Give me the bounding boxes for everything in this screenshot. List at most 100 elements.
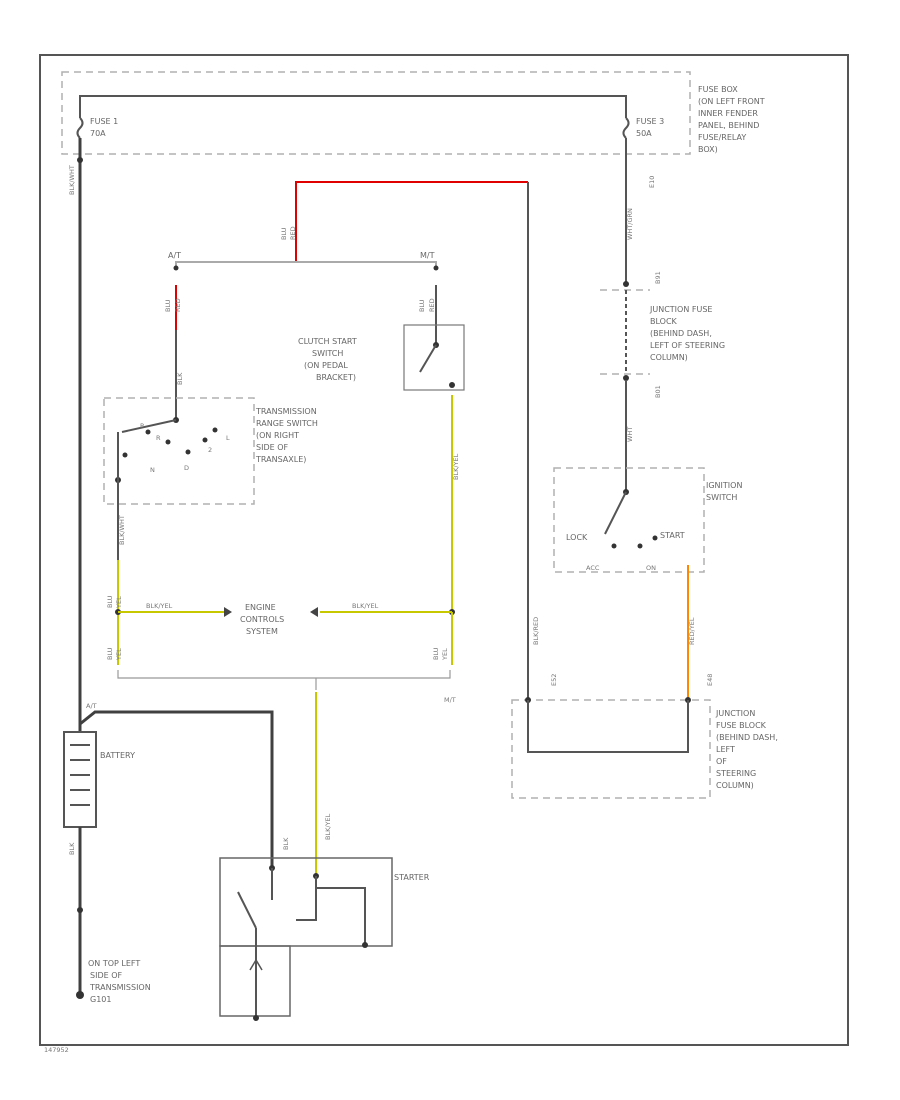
trs-pos-dot [202,437,208,443]
fuse-3-label: FUSE 3 50A [636,109,669,138]
connector-dot [623,281,629,287]
trs-pos-dot [122,452,128,458]
clutch-switch-box [403,324,465,391]
trs-pos-2: 2 [208,446,212,454]
wire-label: WHT [626,427,634,442]
connector-dot [433,265,439,271]
connector-dot [623,375,629,381]
connector-dot [77,157,83,163]
wire-label: BLK/YEL [352,602,379,610]
trs-pos-d: D [184,464,189,472]
junction-internal-bottom [527,700,689,753]
wire-label: BLK/RED [532,617,540,645]
fuse-bus-wire [79,95,627,118]
diagram-frame [39,54,849,1046]
ign-pos-dot [637,543,643,549]
footer-code: 147952 [44,1046,69,1054]
connector-dot [77,907,83,913]
ground-label: ON TOP LEFT SIDE OF TRANSMISSION G101 [88,951,156,1004]
connector-dot [173,265,179,271]
wire-label: BLU [106,595,114,608]
wire-label: YEL [115,596,123,609]
variant-bracket [117,670,451,679]
wire-label: YEL [115,648,123,661]
wire-label: WHT/GRN [626,208,634,240]
junction-fuse-block-top-label: JUNCTION FUSE BLOCK (BEHIND DASH, LEFT O… [649,297,730,362]
ign-pos-dot [611,543,617,549]
starter-coil-wire [316,887,366,945]
trs-contact [121,419,177,433]
wire-label: BLU [106,647,114,660]
starter-solenoid-wire [296,876,317,921]
ground-dot [76,991,84,999]
arrow-left [224,607,232,617]
starter-solenoid-contact [237,891,257,929]
fuse-box-label: FUSE BOX (ON LEFT FRONT INNER FENDER PAN… [698,77,770,154]
arrow-right [310,607,318,617]
ignition-on-label: ON [646,564,656,572]
trs-pos-p: P [140,422,144,430]
ignition-start-label: START [660,531,685,540]
trs-pos-dot [145,429,151,435]
connector-dot [449,382,455,388]
transmission-range-switch-outline [103,397,255,505]
ignition-contact [604,491,627,535]
trs-pos-dot [212,427,218,433]
trs-pos-r: R [156,434,161,442]
wire-label: E52 [550,674,558,686]
trs-pos-dot [185,449,191,455]
variant-bus-wire [175,261,437,268]
ignition-acc-label: ACC [586,564,600,572]
wire-label: BLK/WHT [118,515,126,545]
starter-label: STARTER [394,873,430,882]
wire-label: BLU [432,647,440,660]
wire-label: RED [174,298,182,312]
wire-label: BLU [418,299,426,312]
wire-label: BLK [176,372,184,385]
ignition-switch-outline [553,467,705,573]
ignition-switch-label: IGNITION SWITCH [706,473,748,502]
red-wire-top [295,181,528,262]
wire-label: RED [289,226,297,240]
junction-fuse-block-bottom-label: JUNCTION FUSE BLOCK (BEHIND DASH, LEFT O… [715,701,783,790]
wire-label: BLK/YEL [324,813,332,840]
clutch-switch-contact [419,344,437,373]
connector-dot [362,942,368,948]
starter-box [219,857,393,947]
wire-label: BLK [68,842,76,855]
starter-cable [79,710,274,868]
wire-label: B01 [654,385,662,398]
wire-label: E48 [706,674,714,686]
connector-dot [253,1015,259,1021]
battery-symbol [63,731,97,828]
wire-label: BLU [164,299,172,312]
wire-label: BLK [282,837,290,850]
trs-pos-dot [165,439,171,445]
variant-at-bottom: A/T [86,702,97,710]
junction-fuse-block-bottom-outline [511,699,711,799]
engine-controls-label: ENGINE CONTROLS SYSTEM [240,595,289,636]
wire-label: BLU [280,227,288,240]
transmission-range-switch-label: TRANSMISSION RANGE SWITCH (ON RIGHT SIDE… [255,399,323,464]
wire-label: BLK/WHT [68,165,76,195]
clutch-start-switch-label: CLUTCH START SWITCH (ON PEDAL BRACKET) [298,329,362,382]
fuse-1-symbol [76,117,84,139]
wire-label: BLK/YEL [146,602,173,610]
variant-at-top: A/T [168,251,181,260]
fuse-box-outline [61,71,691,155]
motor-symbol [249,958,263,971]
fuse-3-symbol [622,117,630,139]
variant-mt-top: M/T [420,251,435,260]
variant-mt-bottom: M/T [444,696,456,704]
wire-label: YEL [441,648,449,661]
wire-label: BLK/YEL [452,453,460,480]
trs-pos-n: N [150,466,155,474]
fuse-1-label: FUSE 1 70A [90,109,123,138]
ignition-lock-label: LOCK [566,533,588,542]
wire-label: B91 [654,271,662,284]
wire-label: RED/YEL [688,617,696,645]
wire-label: E10 [648,176,656,188]
trs-pos-l: L [226,434,230,442]
wire-label: RED [428,298,436,312]
